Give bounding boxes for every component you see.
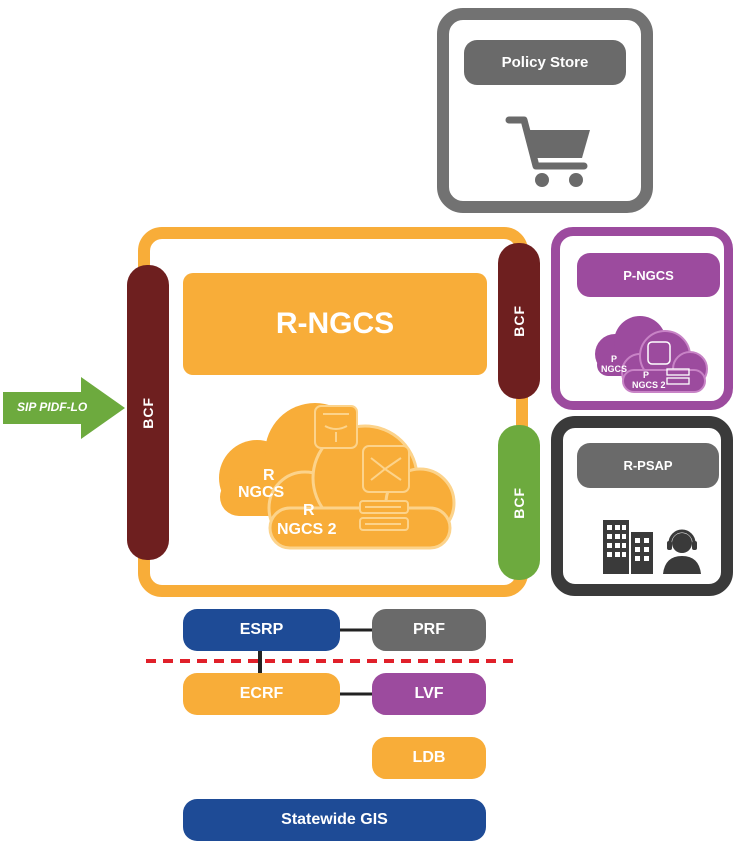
buildings-icon (601, 516, 657, 574)
esrp-box: ESRP (183, 609, 340, 651)
policy-store-box: Policy Store (437, 8, 653, 213)
r-ngcs-cloud1-line2: NGCS (238, 484, 285, 501)
dispatcher-headset-icon (661, 528, 703, 574)
p-ngcs-cloud1-line1: P (611, 354, 617, 364)
p-ngcs-label: P-NGCS (577, 253, 720, 297)
r-ngcs-cloud1-line1: R (263, 467, 275, 484)
ldb-box: LDB (372, 737, 486, 779)
p-ngcs-cloud2-line1: P (643, 370, 649, 380)
p-ngcs-clouds: P NGCS P NGCS 2 (585, 304, 715, 399)
sip-pidf-lo-arrow: SIP PIDF-LO (3, 375, 127, 441)
shopping-cart-icon (504, 110, 594, 200)
statewide-gis-box: Statewide GIS (183, 799, 486, 841)
sip-pidf-lo-label: SIP PIDF-LO (17, 400, 88, 414)
r-ngcs-clouds: R NGCS R NGCS 2 (215, 398, 460, 558)
p-ngcs-cloud2-line2: NGCS 2 (632, 380, 666, 390)
r-psap-label: R-PSAP (577, 443, 719, 488)
r-ngcs-cloud2-line2: NGCS 2 (277, 521, 337, 538)
p-ngcs-box: P-NGCS P NGCS P NGCS 2 (551, 227, 733, 410)
r-ngcs-label: R-NGCS (183, 273, 487, 375)
p-ngcs-cloud1-line2: NGCS (601, 364, 627, 374)
prf-box: PRF (372, 609, 486, 651)
bcf-left: BCF (127, 265, 169, 560)
policy-store-label: Policy Store (464, 40, 626, 85)
r-psap-box: R-PSAP (551, 416, 733, 596)
ecrf-box: ECRF (183, 673, 340, 715)
r-ngcs-cloud2-line1: R (303, 502, 315, 519)
bcf-right-top: BCF (498, 243, 540, 399)
bcf-right-bottom: BCF (498, 425, 540, 580)
lvf-box: LVF (372, 673, 486, 715)
